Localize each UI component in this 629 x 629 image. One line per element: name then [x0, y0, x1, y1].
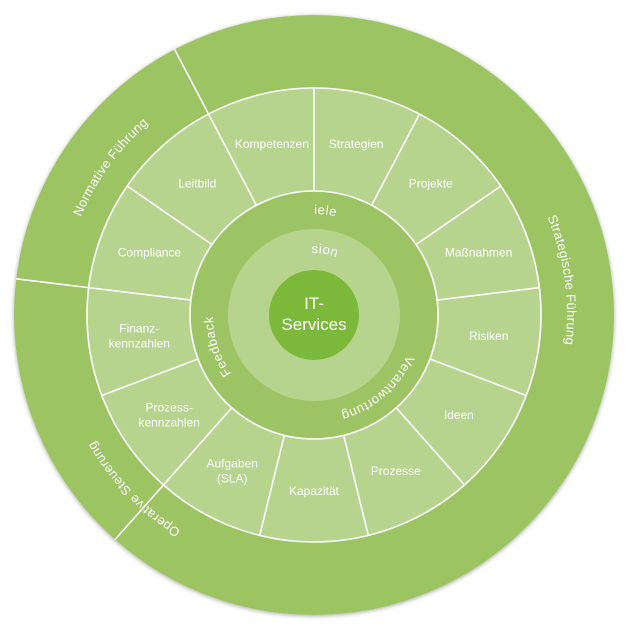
- center-label-line2: Services: [281, 315, 346, 334]
- outer-ring-divider: [173, 48, 210, 115]
- segment-ideen: Ideen: [444, 408, 474, 422]
- segment-aufgaben-sla-line1: Aufgaben: [207, 456, 258, 470]
- segment-leitbild: Leitbild: [178, 176, 216, 190]
- segment-divider: [429, 358, 527, 397]
- segment-prozesse: Prozesse: [371, 464, 421, 478]
- segment-maßnahmen: Maßnahmen: [445, 246, 512, 260]
- center-circle: [269, 270, 359, 360]
- outer-ring-divider: [114, 484, 165, 541]
- center-label-line1: IT-: [304, 294, 324, 313]
- segment-aufgaben-sla-line2: (SLA): [217, 471, 248, 485]
- segment-divider: [207, 113, 258, 206]
- segment-compliance: Compliance: [118, 246, 182, 260]
- segment-projekte: Projekte: [409, 176, 453, 190]
- segment-divider: [88, 286, 192, 301]
- segment-divider: [395, 407, 466, 486]
- segment-divider: [126, 185, 213, 246]
- segment-divider: [258, 435, 286, 536]
- segment-risiken: Risiken: [469, 329, 508, 343]
- segment-divider: [370, 113, 421, 206]
- segment-divider: [342, 435, 370, 536]
- segment-prozess-kennzahlen-line2: kennzahlen: [138, 415, 199, 429]
- segment-kompetenzen: Kompetenzen: [235, 137, 309, 151]
- segment-divider: [162, 407, 233, 486]
- segment-finanz-kennzahlen-line2: kennzahlen: [109, 337, 170, 351]
- outer-ring-divider: [16, 278, 89, 289]
- segment-divider: [101, 358, 199, 397]
- segment-divider: [415, 185, 502, 246]
- segment-kapazität: Kapazität: [289, 484, 340, 498]
- segment-prozess-kennzahlen-line1: Prozess-: [145, 400, 192, 414]
- segment-finanz-kennzahlen-line1: Finanz-: [119, 322, 159, 336]
- segment-strategien: Strategien: [329, 137, 384, 151]
- segment-divider: [436, 286, 540, 301]
